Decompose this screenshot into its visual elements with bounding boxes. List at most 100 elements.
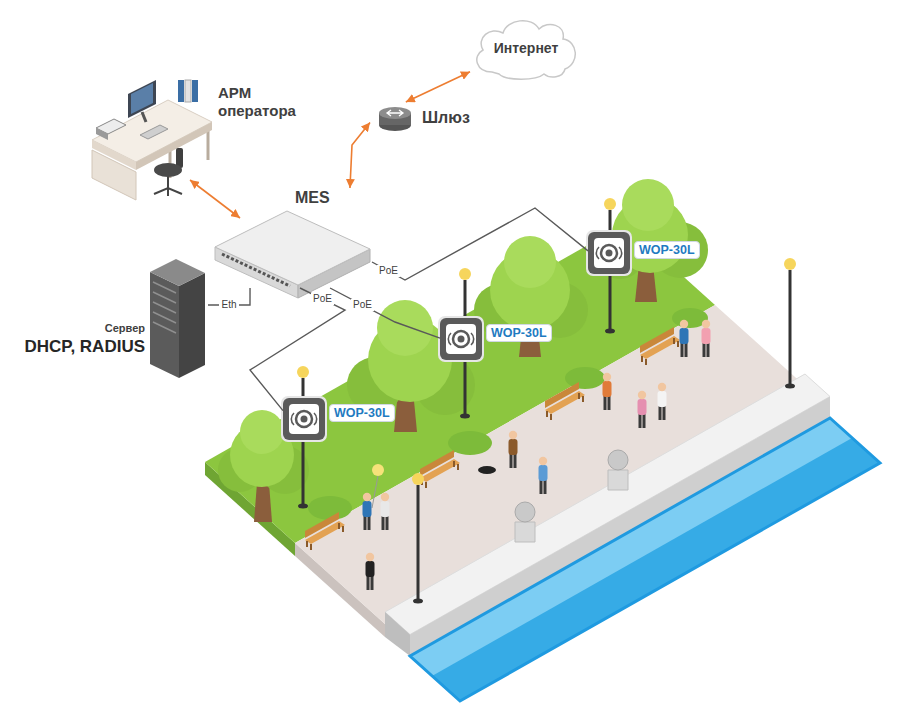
street-lamps xyxy=(784,258,796,270)
people xyxy=(658,383,667,420)
node-label: Сервер xyxy=(105,322,145,334)
access-point-icon xyxy=(301,416,308,423)
edge-label: PoE xyxy=(377,265,400,277)
street-lamps xyxy=(412,473,424,485)
node-label: АРМ оператора xyxy=(218,84,313,119)
people xyxy=(702,320,711,357)
people xyxy=(509,431,518,468)
cable-line xyxy=(372,208,588,280)
bushes xyxy=(448,431,492,455)
internet-cloud: Интернет xyxy=(470,14,582,82)
ground-slab xyxy=(432,438,880,701)
people xyxy=(363,320,711,590)
parapet-balls xyxy=(608,470,628,490)
access-point-icon xyxy=(606,250,613,257)
benches xyxy=(305,327,680,550)
workstation-illustration xyxy=(96,128,108,140)
ground-slab xyxy=(205,224,880,701)
access-point-icon xyxy=(281,396,327,442)
operator-workstation: АРМ оператора xyxy=(85,62,320,180)
link-arrow xyxy=(350,122,370,188)
access-point-poles xyxy=(297,366,309,378)
benches xyxy=(545,382,585,420)
access-point-icon xyxy=(440,318,482,360)
server-tower xyxy=(150,259,205,286)
server: СерверDHCP, RADIUS xyxy=(8,258,208,380)
access-point-icon xyxy=(586,230,632,276)
bushes xyxy=(565,367,605,389)
link-arrow xyxy=(190,180,240,218)
access-point-icon xyxy=(601,245,617,261)
access-point-poles xyxy=(298,504,308,509)
street-lamps xyxy=(417,485,420,600)
workstation-illustration xyxy=(142,112,146,122)
node-label: MES xyxy=(295,189,330,207)
workstation-illustration xyxy=(140,125,168,139)
access-point-icon xyxy=(596,247,621,259)
cable-line xyxy=(250,288,345,411)
workstation-illustration xyxy=(136,122,212,170)
edge-label: PoE xyxy=(311,293,334,305)
server-tower xyxy=(179,273,205,378)
node-label: DHCP, RADIUS xyxy=(24,337,145,357)
workstation-illustration xyxy=(192,80,198,102)
street-lamps xyxy=(412,258,796,604)
people xyxy=(680,320,689,357)
street-lamps xyxy=(785,384,795,389)
network-switch: MES xyxy=(240,188,372,288)
cable-line xyxy=(330,288,440,338)
ground-slab xyxy=(410,418,880,701)
switch-illustration xyxy=(215,211,370,298)
workstation-illustration xyxy=(92,140,136,170)
ground-slab xyxy=(410,418,880,701)
access-point-icon xyxy=(438,316,484,362)
workstation-illustration xyxy=(178,80,184,102)
edge-label: Eth xyxy=(219,299,238,311)
bushes xyxy=(308,496,352,520)
node-label: WOP-30L xyxy=(486,324,552,342)
edge-label: PoE xyxy=(351,299,374,311)
people xyxy=(363,493,372,530)
workstation-illustration xyxy=(131,83,153,114)
bushes xyxy=(308,308,708,520)
benches xyxy=(420,450,460,488)
access-point-icon xyxy=(281,396,327,442)
street-lamps xyxy=(413,599,423,604)
node-label: WOP-30L xyxy=(634,241,700,259)
people xyxy=(638,391,647,428)
access-point-icon xyxy=(588,232,630,274)
node-label: WOP-30L xyxy=(329,404,395,422)
trees xyxy=(622,179,674,231)
router-icon xyxy=(379,107,411,131)
people xyxy=(603,373,612,410)
link-arrow xyxy=(406,72,470,102)
people xyxy=(372,464,384,476)
connectors xyxy=(190,72,588,411)
access-point-icon xyxy=(291,413,316,425)
access-point-poles xyxy=(460,414,470,419)
street-lamps xyxy=(789,270,792,385)
access-point-poles xyxy=(459,268,471,280)
people xyxy=(478,466,496,474)
access-point: WOP-30L xyxy=(283,398,325,440)
access-point-icon xyxy=(448,333,473,345)
access-point-poles xyxy=(605,329,615,334)
access-point-icon xyxy=(586,230,632,276)
node-label: Шлюз xyxy=(422,109,470,127)
parapet-balls xyxy=(608,450,628,470)
access-point-icon xyxy=(453,331,469,347)
workstation-illustration xyxy=(92,80,212,200)
access-point-poles xyxy=(604,198,616,210)
access-point-icon xyxy=(438,316,484,362)
access-point-icon xyxy=(296,411,312,427)
trees xyxy=(377,300,433,356)
router-icon xyxy=(379,107,411,119)
server-tower xyxy=(153,282,176,333)
switch-illustration xyxy=(222,254,290,286)
switch-illustration xyxy=(215,211,370,285)
trees xyxy=(504,236,556,288)
trees xyxy=(240,410,284,454)
gateway-router: Шлюз xyxy=(370,102,482,136)
